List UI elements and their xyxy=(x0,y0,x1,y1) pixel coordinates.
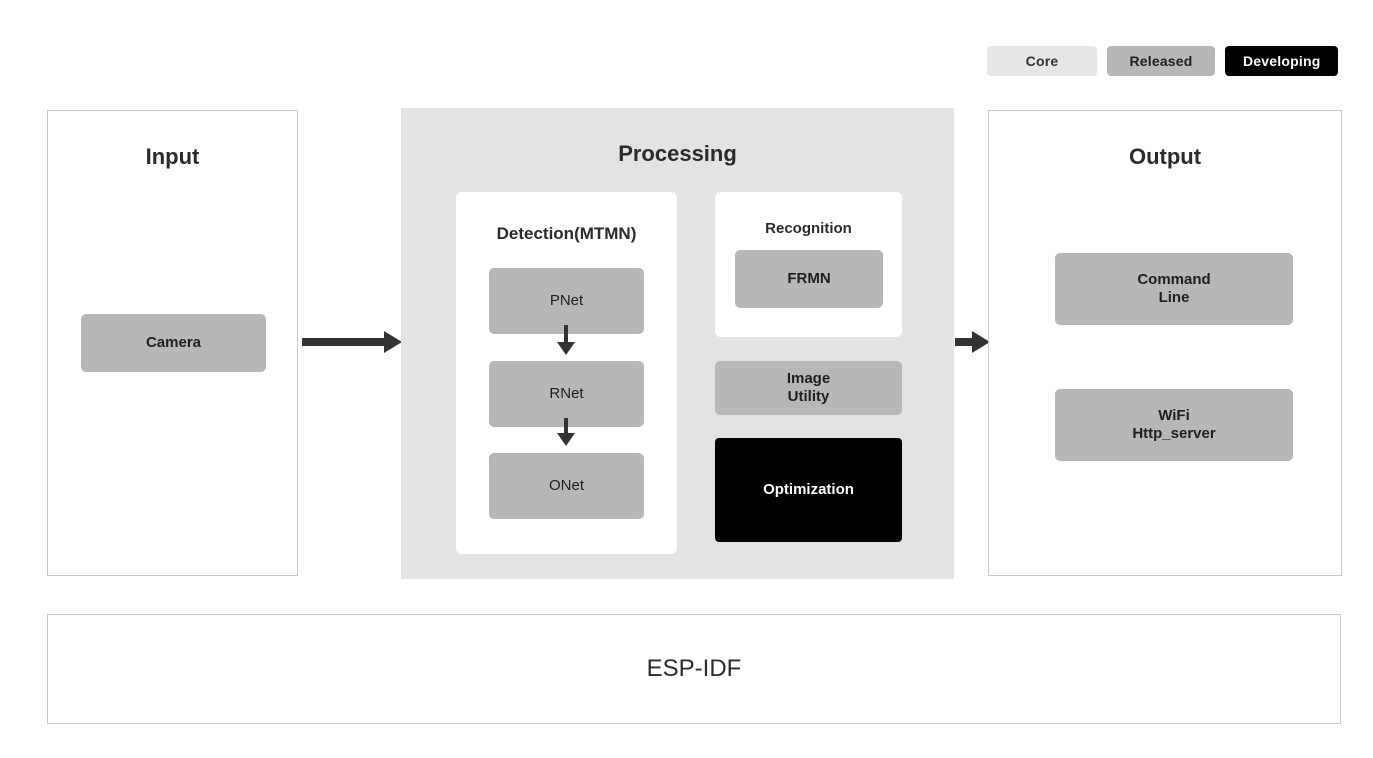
label-esp-idf: ESP-IDF xyxy=(646,655,742,682)
arrow-head xyxy=(384,331,402,353)
node-onet[interactable]: ONet xyxy=(489,453,644,519)
panel-output: Output Command Line WiFi Http_server xyxy=(988,110,1342,576)
arrow-shaft xyxy=(955,338,975,346)
arrow-pnet-to-rnet-icon xyxy=(557,325,575,355)
legend: Core Released Developing xyxy=(987,46,1339,76)
node-frmn[interactable]: FRMN xyxy=(735,250,883,308)
legend-label-released: Released xyxy=(1129,53,1193,69)
panel-input: Input Camera xyxy=(47,110,298,576)
arrow-head xyxy=(557,342,575,355)
node-pnet[interactable]: PNet xyxy=(489,268,644,334)
card-detection: Detection(MTMN) PNet RNet ONet xyxy=(456,192,677,554)
node-wifi-http-server[interactable]: WiFi Http_server xyxy=(1055,389,1293,461)
legend-item-developing: Developing xyxy=(1225,46,1339,76)
arrow-head xyxy=(972,331,990,353)
legend-label-core: Core xyxy=(1025,53,1059,69)
node-rnet[interactable]: RNet xyxy=(489,361,644,427)
panel-title-input: Input xyxy=(145,144,200,169)
panel-title-output: Output xyxy=(1128,144,1202,169)
node-image-utility[interactable]: Image Utility xyxy=(715,361,902,415)
arrow-head xyxy=(557,433,575,446)
node-command-line[interactable]: Command Line xyxy=(1055,253,1293,325)
panel-title-processing: Processing xyxy=(618,141,737,166)
arrow-shaft xyxy=(564,325,568,343)
bar-esp-idf: ESP-IDF xyxy=(47,614,1341,724)
arrow-shaft xyxy=(302,338,386,346)
node-optimization[interactable]: Optimization xyxy=(715,438,902,542)
arrow-processing-to-output-icon xyxy=(955,331,990,353)
arrow-shaft xyxy=(564,418,568,434)
card-title-recognition: Recognition xyxy=(765,220,852,237)
arrow-rnet-to-onet-icon xyxy=(557,418,575,446)
legend-item-released: Released xyxy=(1107,46,1215,76)
card-title-detection: Detection(MTMN) xyxy=(496,224,637,243)
panel-processing: Processing Detection(MTMN) PNet RNet ONe… xyxy=(401,108,954,579)
legend-item-core: Core xyxy=(987,46,1097,76)
card-recognition: Recognition FRMN xyxy=(715,192,902,337)
node-camera[interactable]: Camera xyxy=(81,314,266,372)
arrow-input-to-processing-icon xyxy=(302,331,402,353)
legend-label-developing: Developing xyxy=(1243,53,1321,69)
